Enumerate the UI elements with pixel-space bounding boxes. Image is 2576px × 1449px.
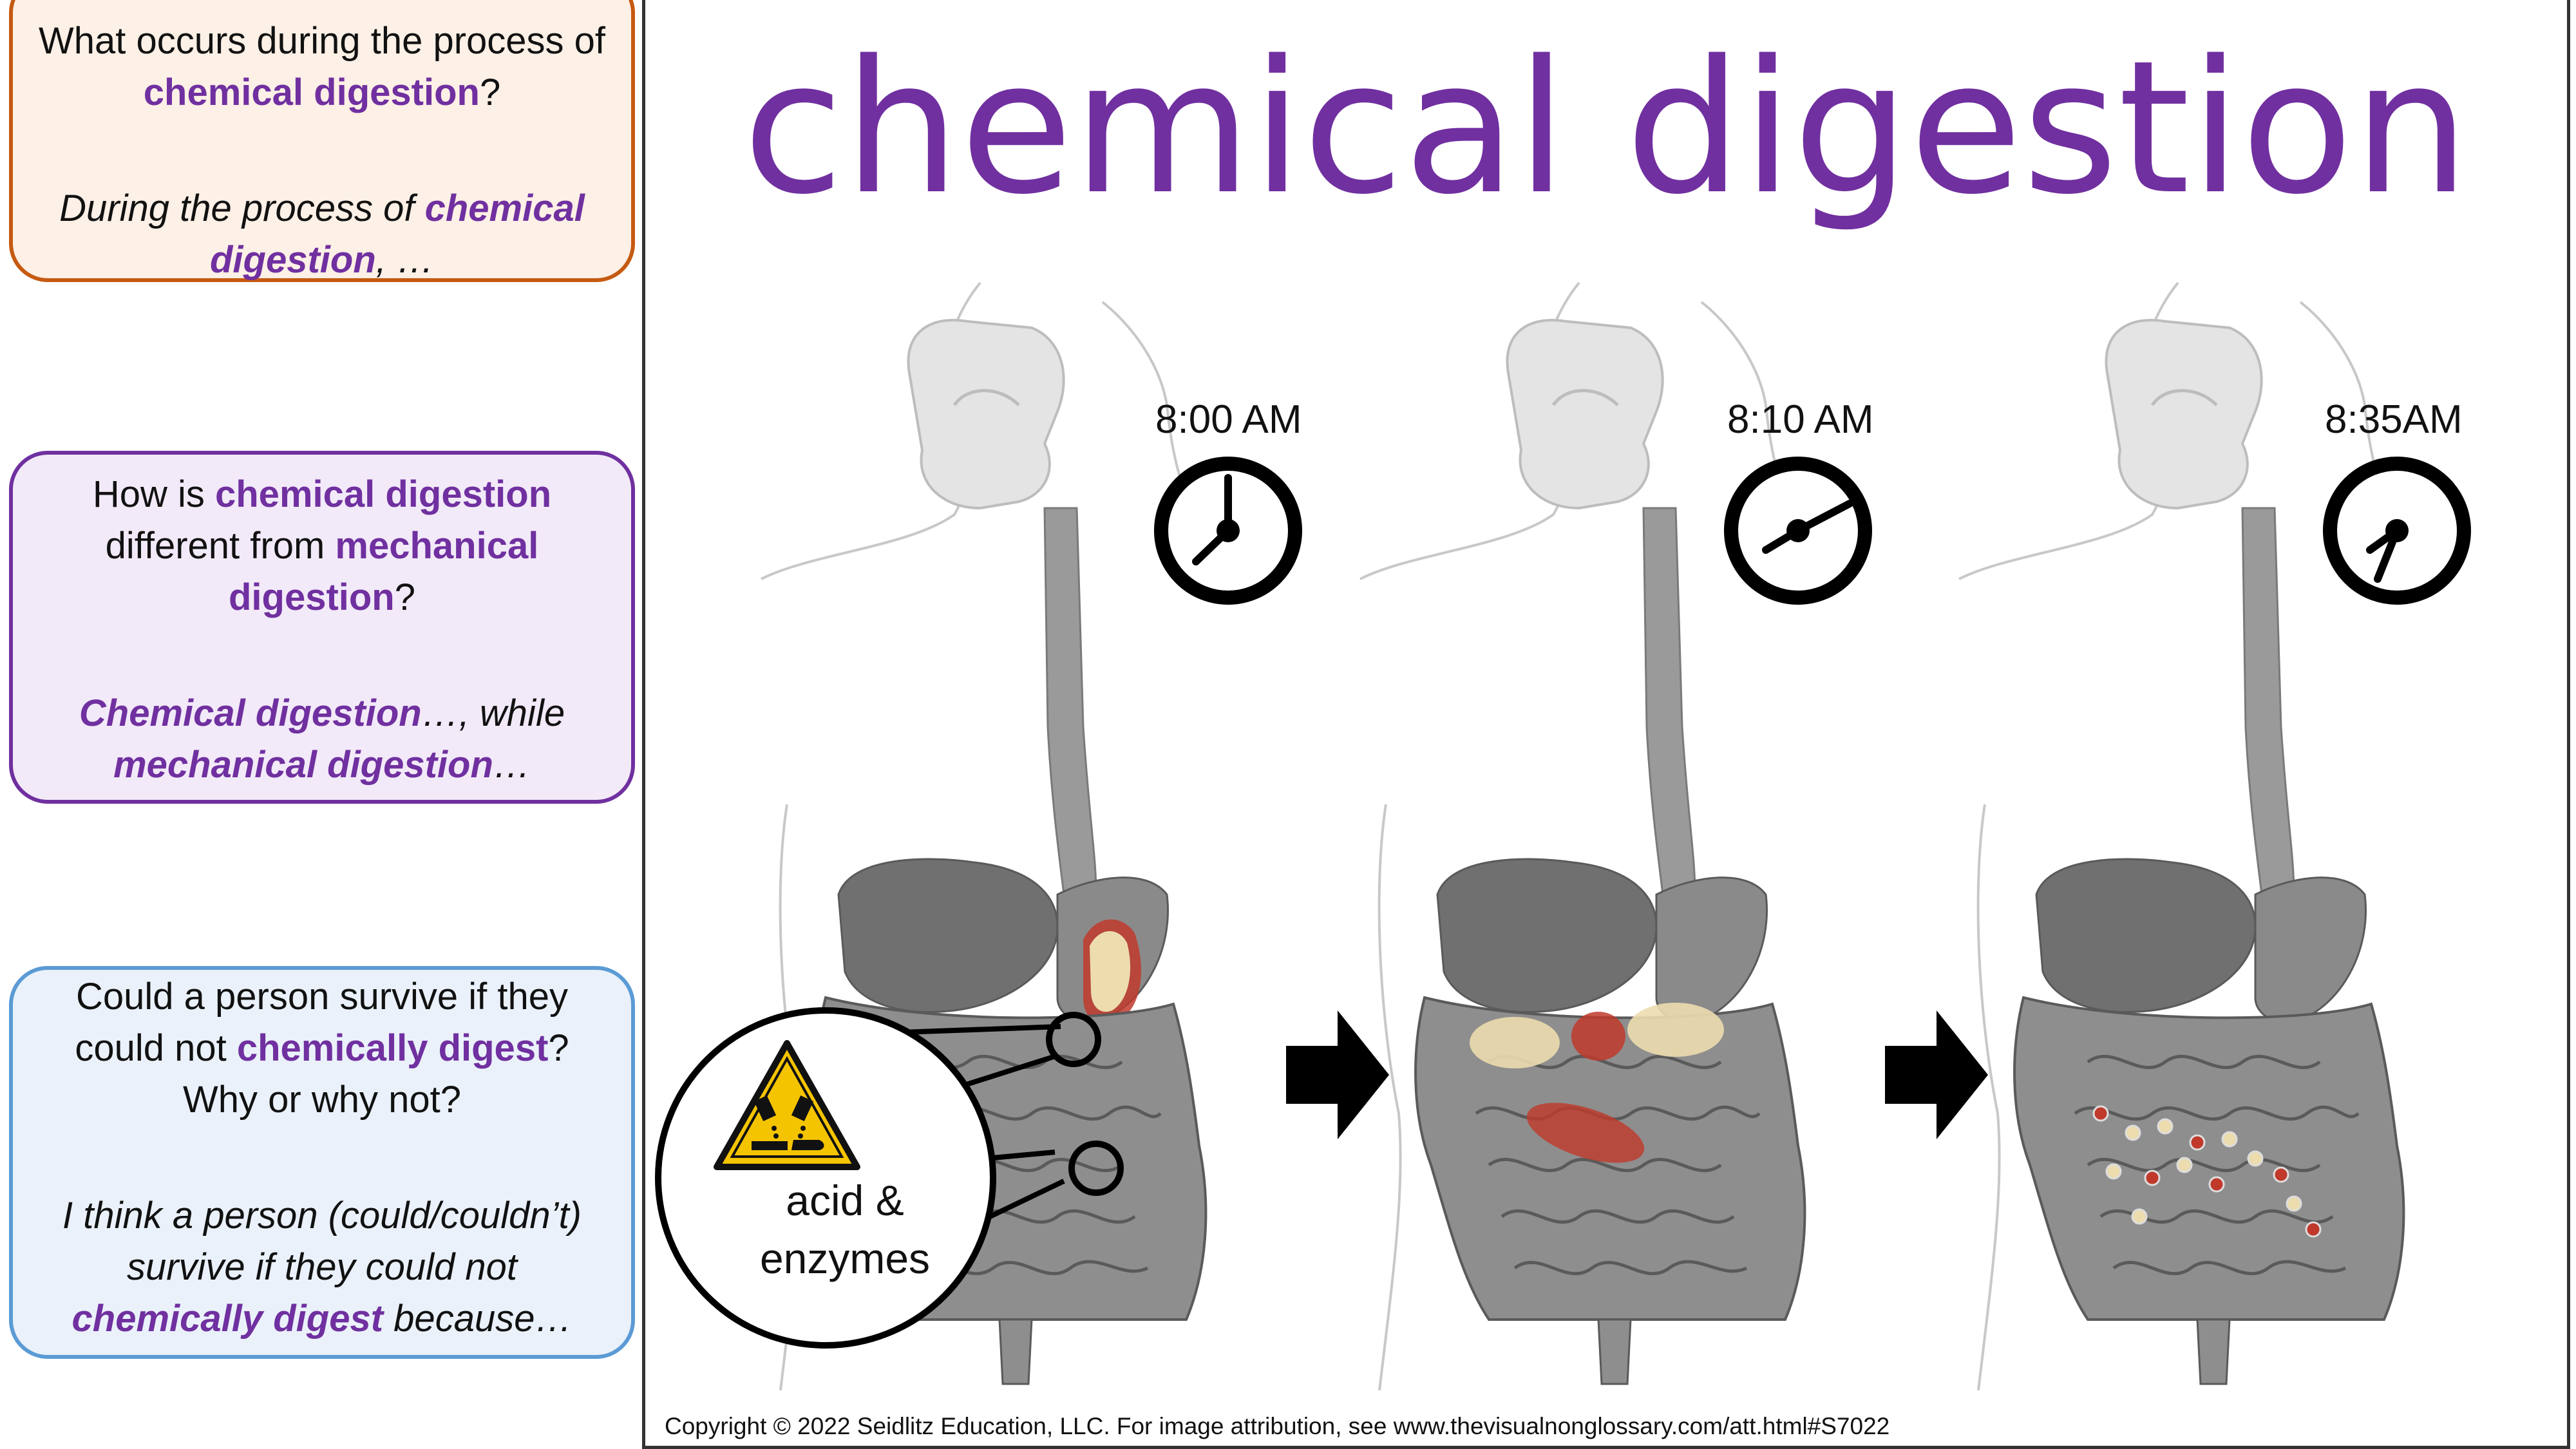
time-label: 8:00 AM xyxy=(1155,397,1302,442)
prompt-1-question: What occurs during the process of chemic… xyxy=(38,20,606,113)
prompt-3-question: Could a person survive if they could not… xyxy=(75,976,569,1121)
stage-2-digestive-system: 8:10 AM xyxy=(1296,276,1901,1390)
prompt-2-question: How is chemical digestion different from… xyxy=(92,473,552,618)
time-label: 8:35AM xyxy=(2325,397,2463,442)
clock-icon xyxy=(1154,457,1302,605)
term-highlight: chemically digest xyxy=(236,1027,549,1069)
prompt-card-3: Could a person survive if they could not… xyxy=(9,966,635,1359)
prompt-2-sentence-stem: Chemical digestion…, while mechanical di… xyxy=(79,692,565,786)
term-highlight: mechanical digestion xyxy=(228,525,539,618)
next-arrow-icon xyxy=(1885,1010,1988,1139)
term-highlight: chemical digestion xyxy=(215,473,552,515)
prompt-card-2: How is chemical digestion different from… xyxy=(9,451,635,804)
time-label: 8:10 AM xyxy=(1727,397,1874,442)
page-title: chemical digestion xyxy=(743,21,2470,235)
stage-3-digestive-system: 8:35AM xyxy=(1895,276,2500,1390)
term-highlight: mechanical digestion xyxy=(113,744,493,786)
term-highlight: Chemical digestion xyxy=(79,692,422,734)
clock-icon xyxy=(1724,457,1872,605)
copyright-notice: Copyright © 2022 Seidlitz Education, LLC… xyxy=(665,1413,1890,1439)
next-arrow-icon xyxy=(1286,1010,1389,1139)
digestive-system-illustration xyxy=(1359,281,1812,1390)
illustration-panel: chemical digestion xyxy=(642,0,2570,1449)
term-highlight: chemically digest xyxy=(71,1298,384,1340)
prompt-1-sentence-stem: During the process of chemical digestion… xyxy=(59,187,585,281)
term-highlight: chemical digestion xyxy=(143,71,480,113)
digestive-system-illustration xyxy=(1958,281,2411,1390)
magnifier-label: acid & enzymes xyxy=(759,1177,931,1282)
prompt-3-sentence-stem: I think a person (could/couldn’t) surviv… xyxy=(62,1195,582,1340)
prompt-card-1: What occurs during the process of chemic… xyxy=(9,0,635,282)
corrosive-warning-icon xyxy=(714,1040,860,1170)
clock-icon xyxy=(2323,457,2471,605)
term-highlight: chemical digestion xyxy=(209,187,585,281)
magnifier-callout xyxy=(655,1007,1124,1349)
